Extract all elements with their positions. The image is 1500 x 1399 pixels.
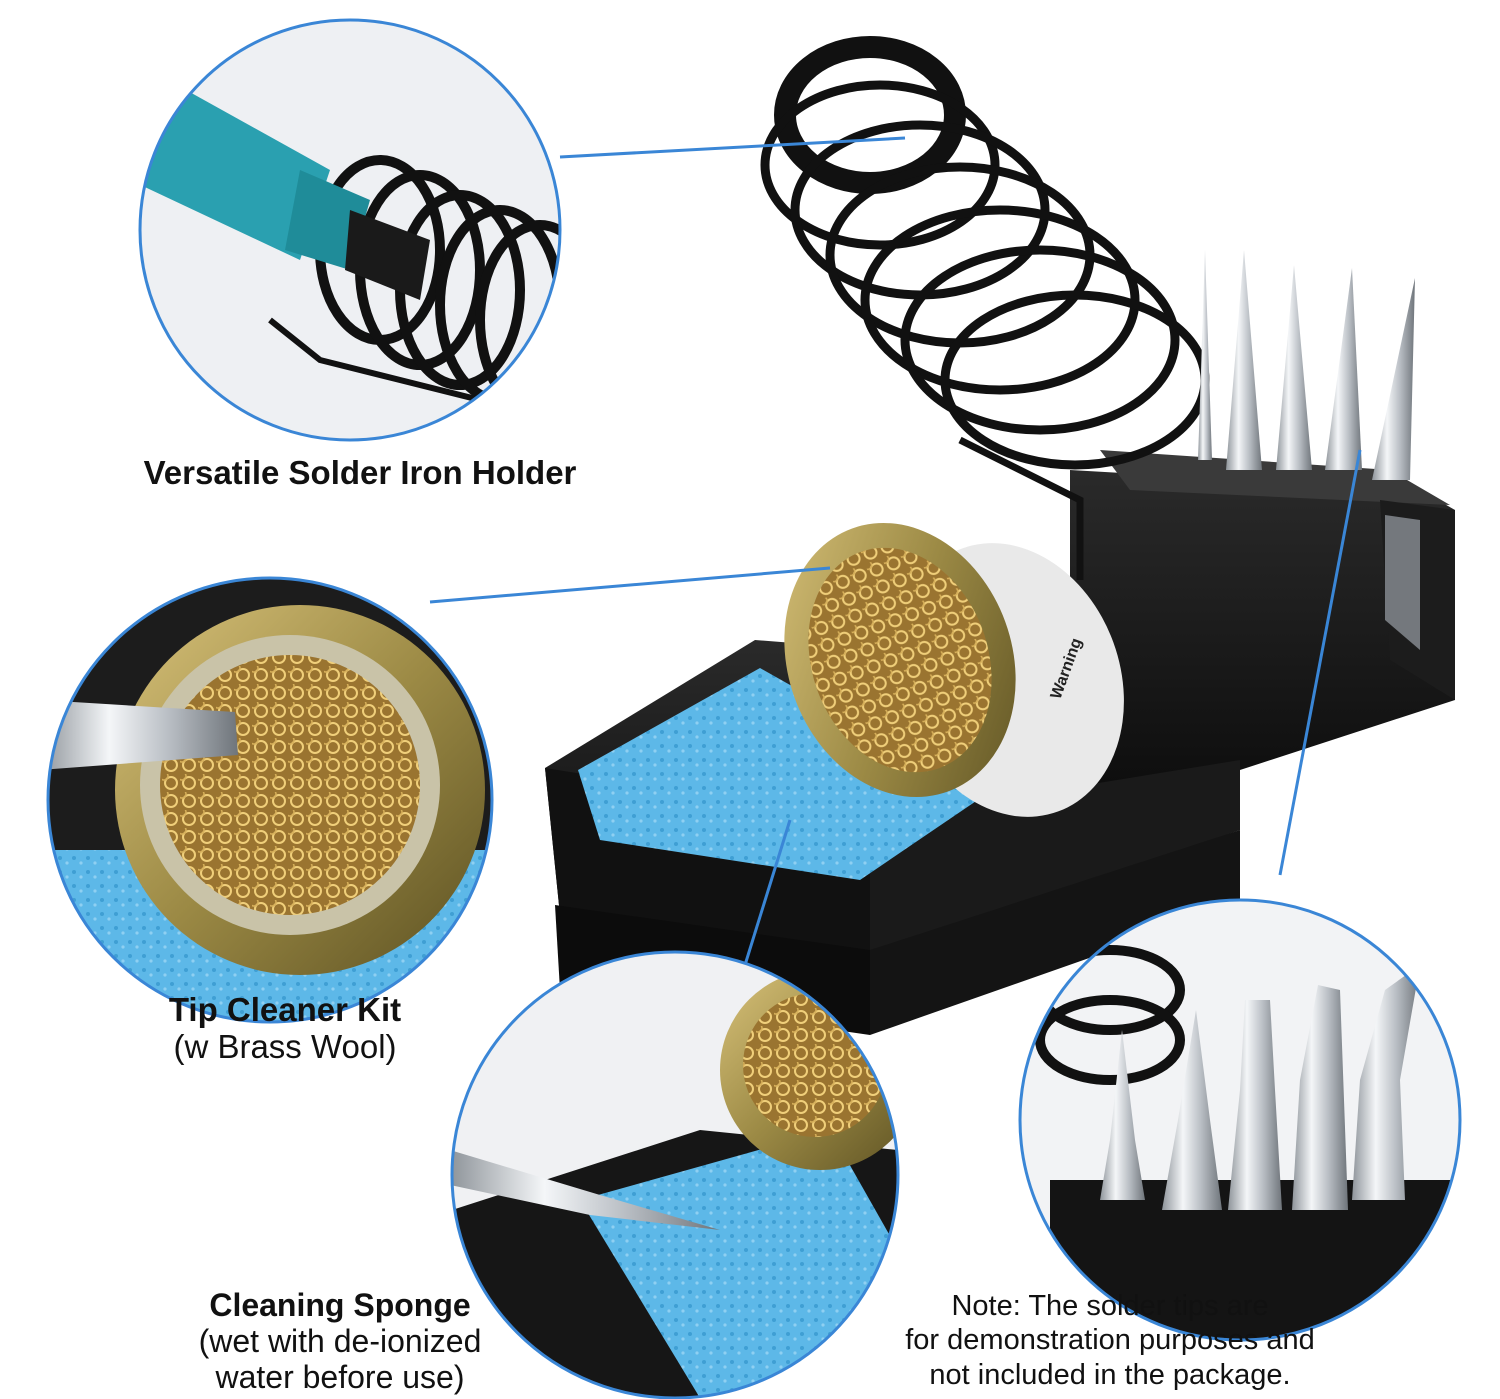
holder-title: Versatile Solder Iron Holder [143, 454, 577, 491]
sponge-subtitle-line-2: water before use) [215, 1358, 465, 1395]
cleaner-subtitle: (w Brass Wool) [173, 1027, 397, 1065]
sponge [578, 668, 985, 880]
sponge-subtitle-line-1: (wet with de-ionized [198, 1322, 482, 1359]
disclaimer-note: Note: The solder tips are for demonstrat… [865, 1290, 1355, 1393]
cleaner-title: Tip Cleaner Kit [168, 991, 402, 1028]
sponge-closeup-circle [450, 950, 900, 1399]
note-line-2: for demonstration purposes and [905, 1324, 1315, 1357]
note-line-3: not included in the package. [929, 1358, 1291, 1391]
solder-stand [545, 450, 1455, 1035]
solder-tips [1198, 250, 1415, 480]
cleaner-closeup-circle [46, 576, 494, 1024]
sponge-caption: Cleaning Sponge (wet with de-ionized wat… [160, 1287, 520, 1395]
callout-lines [429, 136, 1362, 966]
sponge-title: Cleaning Sponge [209, 1287, 471, 1323]
holder-caption: Versatile Solder Iron Holder [110, 454, 610, 492]
iron-holder-coil [760, 36, 1210, 580]
tips-closeup-circle [1018, 898, 1462, 1342]
cleaner-caption: Tip Cleaner Kit (w Brass Wool) [100, 991, 470, 1066]
tip-cleaner-can: Warning [784, 522, 1124, 817]
holder-closeup-circle [138, 18, 562, 442]
note-line-1: Note: The solder tips are [951, 1290, 1269, 1322]
